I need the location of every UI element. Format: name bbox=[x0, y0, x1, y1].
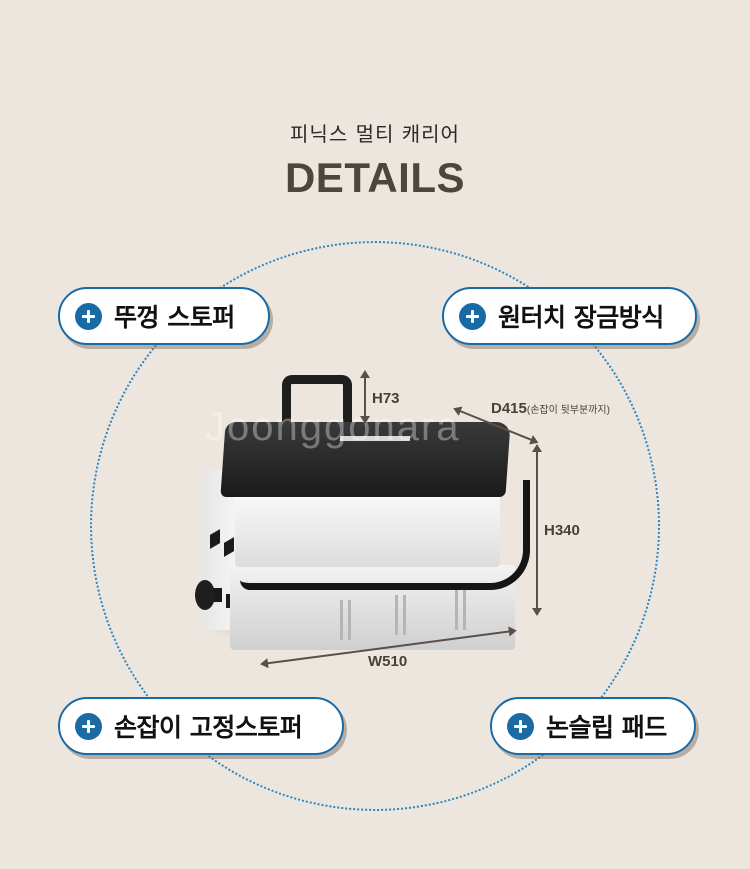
handle-height-arrow bbox=[360, 370, 370, 424]
section-title: DETAILS bbox=[284, 154, 466, 201]
height-arrow bbox=[532, 444, 542, 616]
feature-label: 원터치 장금방식 bbox=[498, 303, 664, 332]
feature-one-touch-lock-button[interactable]: 원터치 장금방식 bbox=[442, 287, 697, 345]
plus-circle-icon bbox=[75, 302, 102, 330]
carry-strap bbox=[240, 480, 530, 590]
handle-height-label: H73 bbox=[372, 390, 400, 407]
feature-non-slip-pad-button[interactable]: 논슬립 패드 bbox=[490, 697, 696, 755]
feature-lid-stopper-button[interactable]: 뚜껑 스토퍼 bbox=[58, 287, 270, 345]
product-name: 피닉스 멀티 캐리어 bbox=[290, 122, 460, 146]
wheel bbox=[195, 580, 215, 610]
plus-circle-icon bbox=[507, 712, 534, 740]
width-label: W510 bbox=[368, 653, 408, 670]
depth-note: (손잡이 뒷부분까지) bbox=[526, 405, 610, 416]
dotted-circle-decoration bbox=[90, 241, 660, 811]
feature-handle-stopper-button[interactable]: 손잡이 고정스토퍼 bbox=[58, 697, 344, 755]
watermark: Joonggonara bbox=[205, 405, 461, 449]
depth-label: D415(손잡이 뒷부분까지) bbox=[491, 400, 610, 417]
telescopic-handle bbox=[282, 375, 352, 435]
depth-value: D415 bbox=[491, 400, 527, 417]
plus-circle-icon bbox=[75, 712, 102, 740]
feature-label: 논슬립 패드 bbox=[546, 713, 667, 742]
plus-circle-icon bbox=[459, 302, 486, 330]
feature-label: 손잡이 고정스토퍼 bbox=[114, 713, 303, 742]
height-label: H340 bbox=[544, 522, 580, 539]
feature-label: 뚜껑 스토퍼 bbox=[114, 303, 235, 332]
